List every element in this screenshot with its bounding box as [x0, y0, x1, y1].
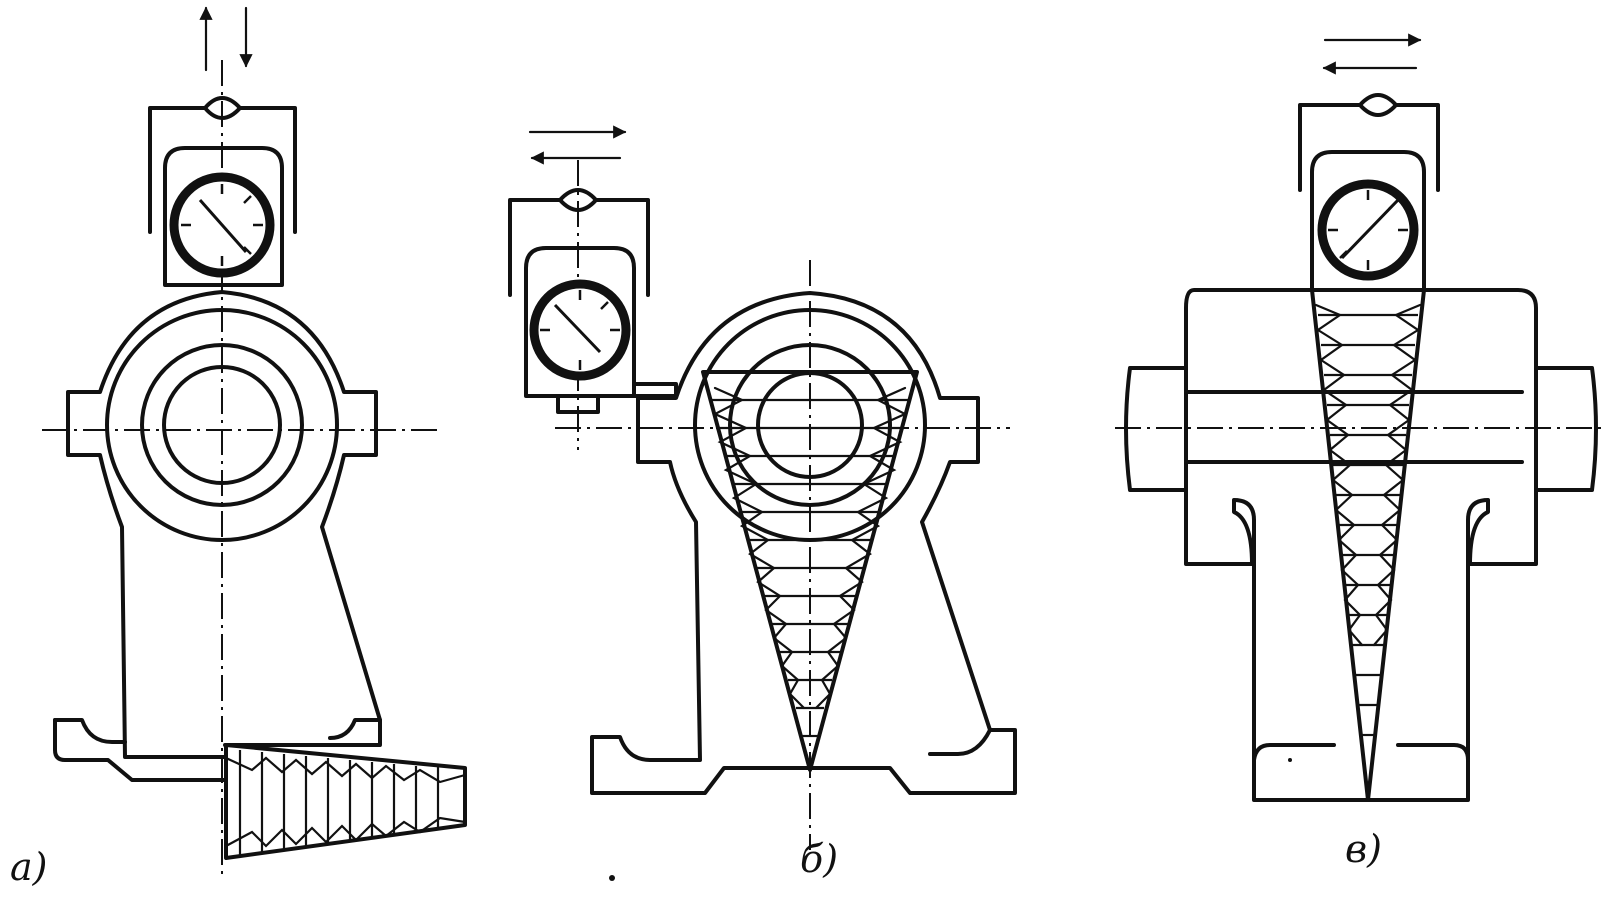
panel-a: а) — [10, 6, 467, 889]
horizontal-motion-arrows — [1322, 33, 1422, 75]
panel-label-a: а) — [10, 845, 47, 889]
bearing-housing — [1124, 288, 1598, 802]
panel-label-b: б) — [800, 837, 838, 881]
panel-c: в) — [1115, 33, 1605, 871]
indicator-holder — [508, 188, 678, 414]
stray-dot — [609, 875, 615, 881]
bearing-housing — [53, 290, 382, 782]
indicator-holder — [1298, 93, 1440, 292]
panel-label-c: в) — [1345, 827, 1382, 871]
bearing-housing — [590, 291, 1017, 795]
dial-needle — [553, 303, 602, 354]
indicator-holder — [148, 96, 297, 287]
stray-dot — [1288, 758, 1292, 762]
horizontal-motion-arrows — [528, 125, 627, 165]
vertical-motion-arrows — [199, 6, 253, 72]
dial-ticks — [540, 290, 620, 370]
dial-needle — [198, 199, 248, 253]
stress-distribution-epure — [1310, 288, 1426, 802]
panel-b: б) — [508, 125, 1017, 881]
dial-needle — [1340, 198, 1400, 260]
stress-distribution-epure — [701, 370, 919, 772]
stress-distribution-epure — [224, 743, 467, 860]
dial-ticks — [181, 184, 263, 266]
